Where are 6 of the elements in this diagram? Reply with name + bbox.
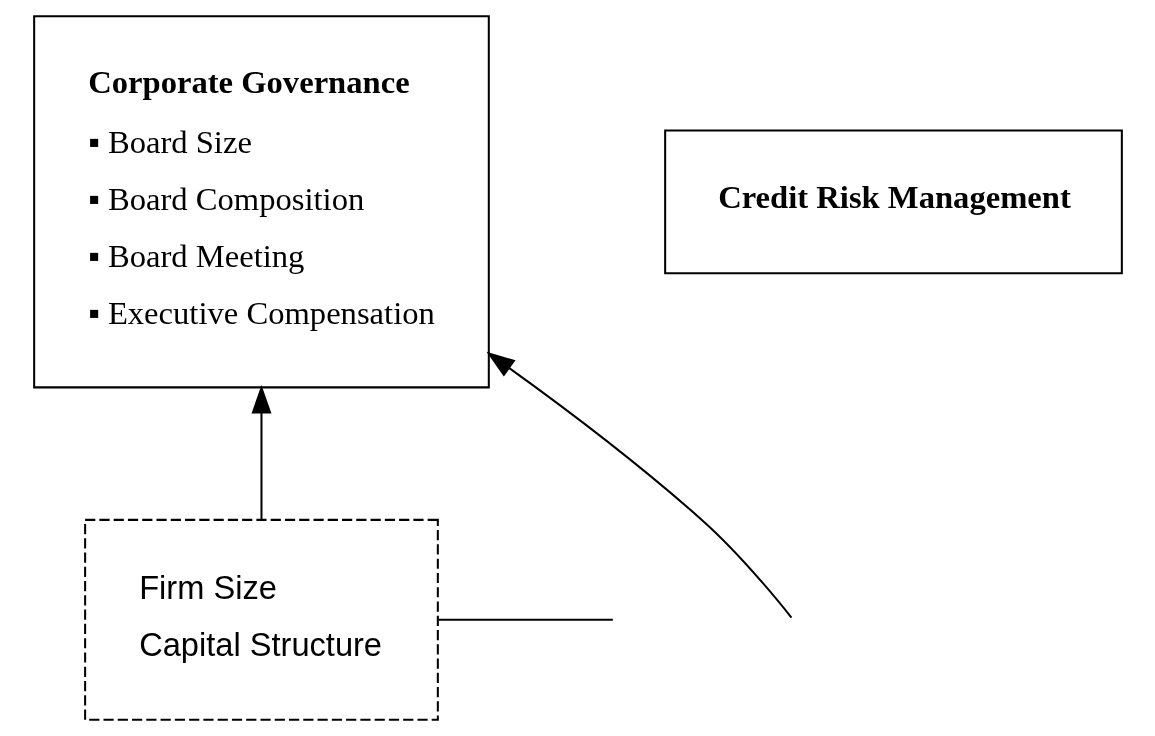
- node-box: Credit Risk Management: [663, 129, 1123, 275]
- connector: [438, 618, 613, 621]
- node-box: Corporate Governance ▪ Board Size ▪ Board Composition ▪ Board Meeting ▪ Executive Compensation: [32, 15, 490, 389]
- arrow: [485, 351, 792, 619]
- arrow: [251, 384, 271, 520]
- node-box: Firm Size Capital Structure: [83, 518, 439, 721]
